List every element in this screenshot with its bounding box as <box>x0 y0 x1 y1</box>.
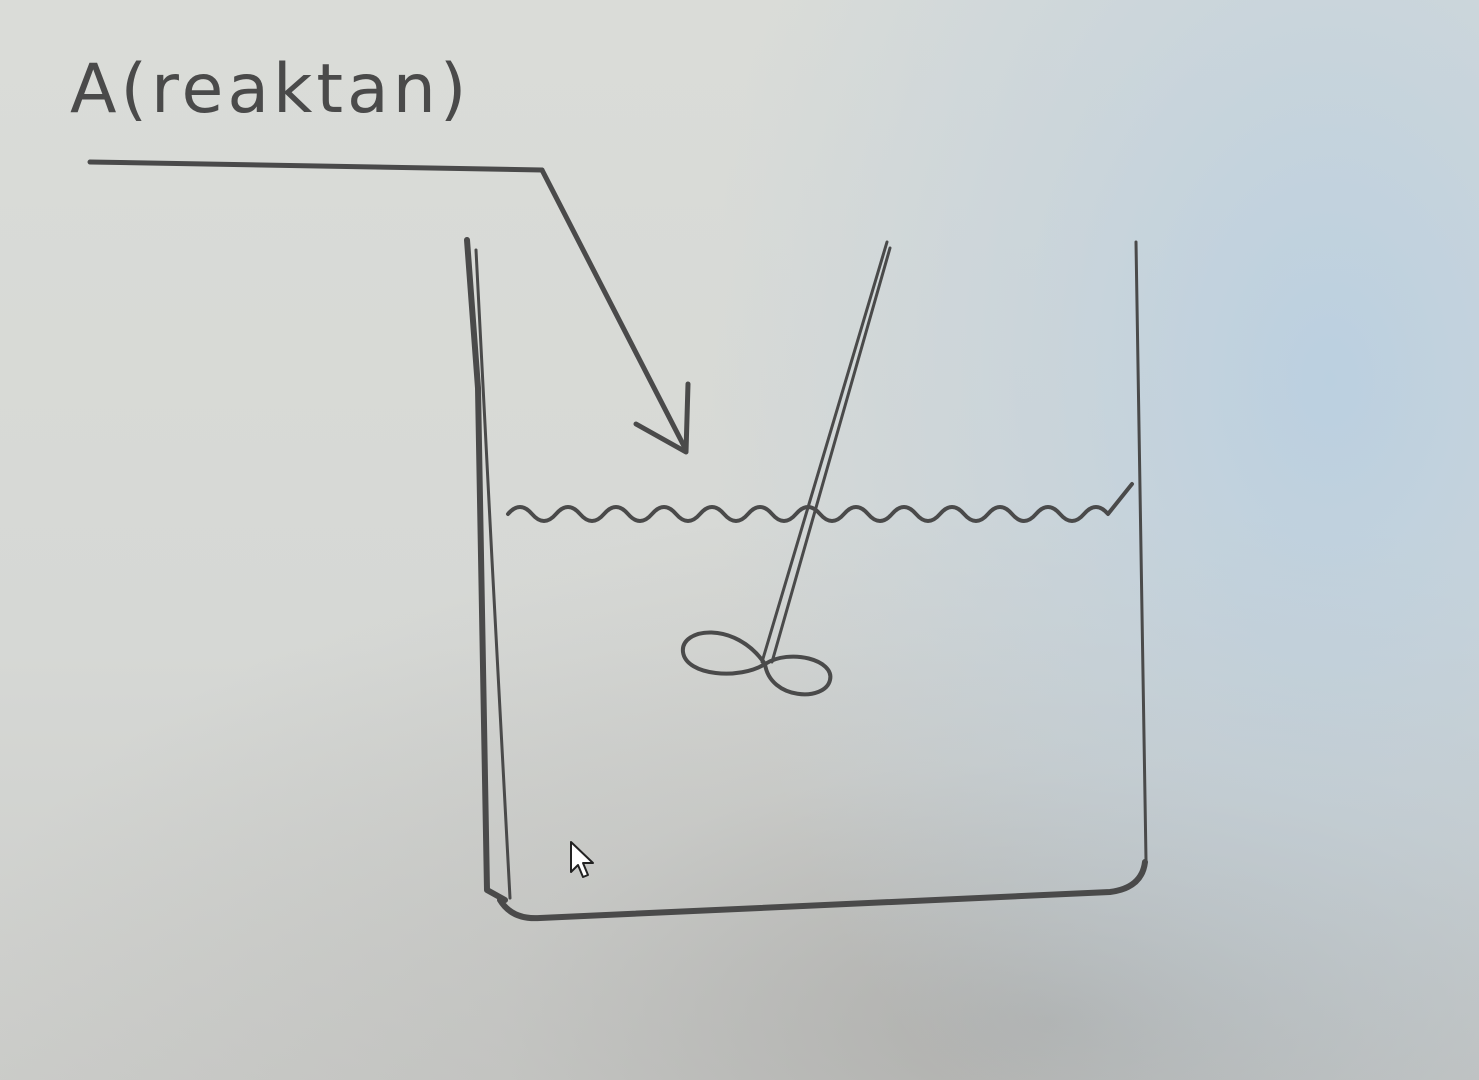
vessel-left-wall <box>464 237 508 903</box>
reactant-label: A(reaktan) <box>70 50 470 129</box>
vessel-left-wall-inner <box>474 248 512 900</box>
stirrer-shaft-left <box>760 240 889 664</box>
vessel-bottom <box>497 859 1148 922</box>
impeller-blade-left <box>680 630 767 676</box>
feed-arrow-line <box>539 167 689 453</box>
vessel-right-wall <box>1134 240 1148 862</box>
stirrer-shaft-right <box>770 246 892 664</box>
feed-arrow-head <box>633 381 691 455</box>
label-underline <box>87 159 545 173</box>
impeller-blade-right <box>763 654 833 697</box>
mouse-pointer-icon <box>570 841 594 878</box>
